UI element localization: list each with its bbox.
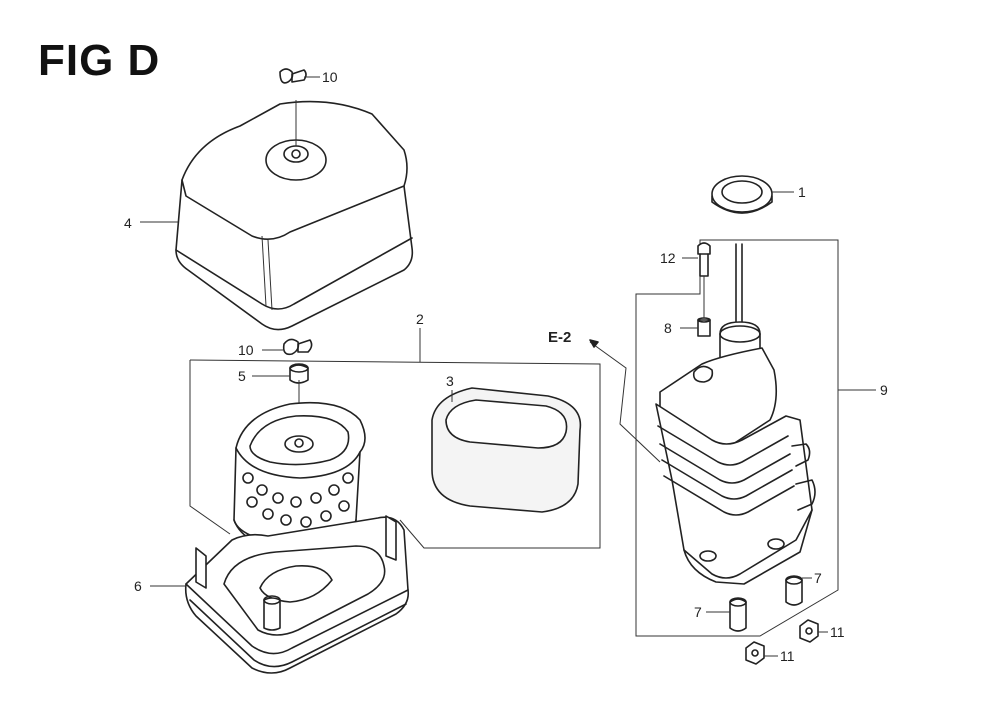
element-assembly-bracket: 2 xyxy=(189,311,601,549)
callout-3: 3 xyxy=(446,373,454,389)
reference-label: E-2 xyxy=(548,329,571,346)
callout-10-top: 10 xyxy=(322,69,338,85)
callout-11-left: 11 xyxy=(780,648,795,664)
callout-12: 12 xyxy=(660,250,676,266)
seal-nut: 5 xyxy=(238,363,309,384)
callout-7-left: 7 xyxy=(694,604,702,620)
callout-1: 1 xyxy=(798,184,806,200)
flange-nut-right: 11 xyxy=(799,619,845,643)
callout-2: 2 xyxy=(416,311,424,327)
callout-8: 8 xyxy=(664,320,672,336)
callout-11-right: 11 xyxy=(830,624,845,640)
figure-title: FIG D xyxy=(38,36,161,85)
callout-5: 5 xyxy=(238,368,246,384)
callout-7-right: 7 xyxy=(814,570,822,586)
callout-10-lower: 10 xyxy=(238,342,254,358)
collar: 8 xyxy=(664,276,711,337)
air-cleaner-base: 6 xyxy=(134,515,410,674)
elbow-assembly-bracket: 9 xyxy=(635,239,888,637)
air-cleaner-cover: 4 xyxy=(124,100,414,331)
wing-nut-lower: 10 xyxy=(238,338,313,358)
air-intake-elbow xyxy=(655,243,816,585)
bolt: 12 xyxy=(660,242,711,277)
seal-ring: 1 xyxy=(711,175,806,214)
flange-nut-left: 11 xyxy=(745,641,795,665)
wing-nut-top: 10 xyxy=(279,68,338,85)
collar-right: 7 xyxy=(785,570,822,606)
callout-6: 6 xyxy=(134,578,142,594)
reference-e2: E-2 xyxy=(548,329,661,463)
collar-left: 7 xyxy=(694,597,747,632)
callout-4: 4 xyxy=(124,215,132,231)
foam-pre-filter: 3 xyxy=(431,373,582,513)
callout-9: 9 xyxy=(880,382,888,398)
